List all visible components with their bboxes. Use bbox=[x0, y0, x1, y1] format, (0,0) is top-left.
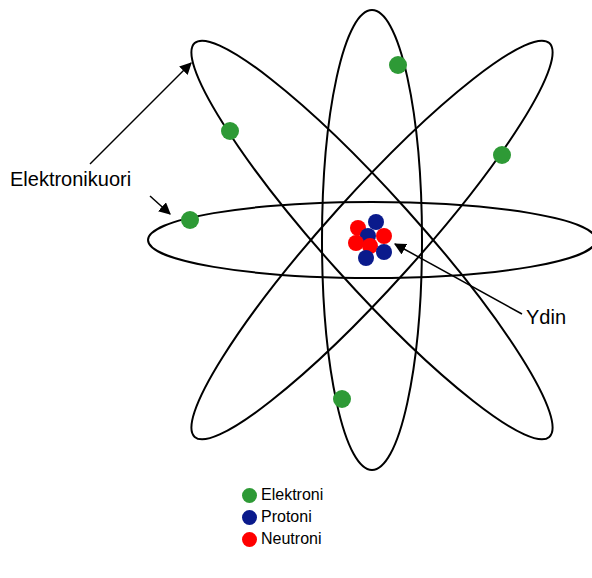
electron bbox=[493, 146, 511, 164]
electron bbox=[181, 211, 199, 229]
leader-arrow bbox=[150, 196, 170, 214]
leader-arrow bbox=[90, 63, 191, 164]
legend-swatch bbox=[242, 532, 257, 547]
orbit bbox=[160, 12, 583, 467]
nucleus-label: Ydin bbox=[524, 306, 568, 329]
electron bbox=[333, 390, 351, 408]
legend-text: Elektroni bbox=[261, 486, 323, 504]
legend-swatch bbox=[242, 510, 257, 525]
legend-swatch bbox=[242, 488, 257, 503]
legend-text: Protoni bbox=[261, 508, 312, 526]
orbits bbox=[148, 10, 592, 470]
nucleus bbox=[348, 214, 392, 266]
electron bbox=[389, 56, 407, 74]
shell-label: Elektronikuori bbox=[8, 168, 133, 191]
electron bbox=[221, 122, 239, 140]
electrons bbox=[181, 56, 511, 408]
legend-row: Protoni bbox=[242, 508, 312, 526]
legend-row: Neutroni bbox=[242, 530, 321, 548]
leader-arrow bbox=[395, 244, 522, 314]
orbit bbox=[160, 12, 583, 467]
leader-lines bbox=[90, 63, 522, 314]
orbit bbox=[322, 10, 422, 470]
legend-text: Neutroni bbox=[261, 530, 321, 548]
orbit bbox=[148, 202, 592, 278]
legend-row: Elektroni bbox=[242, 486, 323, 504]
